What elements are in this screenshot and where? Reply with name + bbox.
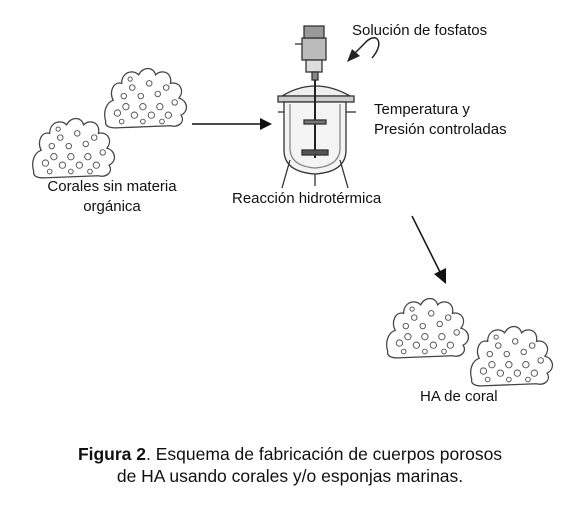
- arrow-to-ha-coral: [411, 215, 441, 273]
- temperature-label: Temperatura y: [374, 101, 470, 118]
- reaction-label: Reacción hidrotérmica: [232, 190, 382, 207]
- phosphate-solution-label: Solución de fosfatos: [352, 22, 488, 39]
- pressure-label: Presión controladas: [374, 121, 507, 138]
- reactor-vessel: [277, 25, 356, 189]
- caption-line2: de HA usando corales y/o esponjas marina…: [116, 466, 464, 486]
- figure-number: Figura 2: [77, 444, 147, 464]
- phosphate-inlet-arrow: [353, 37, 380, 59]
- ha-coral-label: HA de coral: [420, 388, 498, 405]
- corals-label-line1: Corales sin materia: [47, 178, 177, 195]
- corals-label-line2: orgánica: [83, 198, 141, 215]
- figure-caption: Figura 2. Esquema de fabricación de cuer…: [0, 443, 580, 487]
- caption-line1: . Esquema de fabricación de cuerpos poro…: [146, 444, 503, 464]
